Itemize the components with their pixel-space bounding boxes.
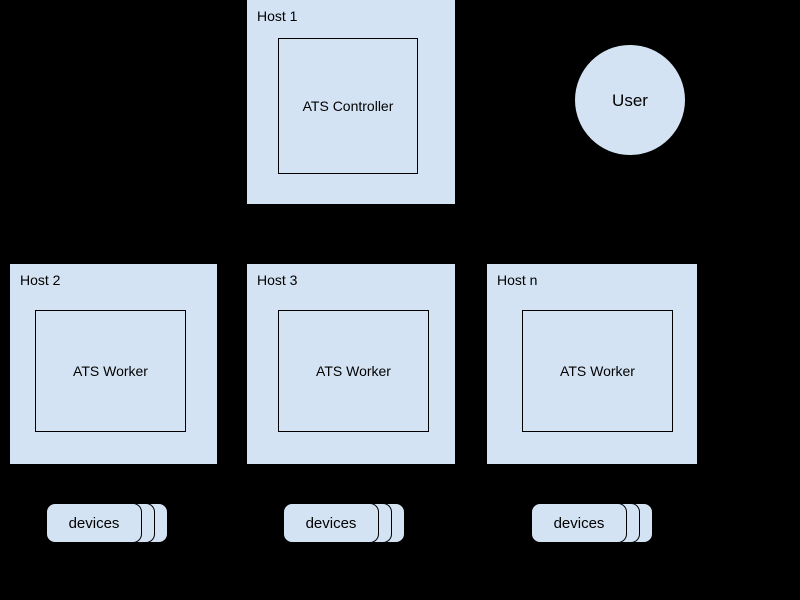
host-box-host-3[interactable]: Host 3 ATS Worker xyxy=(247,264,455,464)
devices-stack-host-3[interactable]: devices xyxy=(283,503,405,543)
host-label-host-1: Host 1 xyxy=(257,8,298,24)
host-label-host-n: Host n xyxy=(497,272,538,288)
host-box-host-1[interactable]: Host 1 ATS Controller xyxy=(247,0,455,204)
host-box-host-2[interactable]: Host 2 ATS Worker xyxy=(10,264,217,464)
service-box-ats-worker-host-n[interactable]: ATS Worker xyxy=(522,310,673,432)
user-actor-label: User xyxy=(612,90,648,110)
user-actor[interactable]: User xyxy=(575,45,685,155)
devices-stack-host-2[interactable]: devices xyxy=(46,503,168,543)
service-label-ats-worker-host-2: ATS Worker xyxy=(73,363,148,379)
devices-label-host-n: devices xyxy=(553,514,605,532)
host-label-host-3: Host 3 xyxy=(257,272,298,288)
devices-card-front[interactable]: devices xyxy=(283,503,379,543)
devices-label-host-3: devices xyxy=(305,514,357,532)
service-box-ats-controller[interactable]: ATS Controller xyxy=(278,38,418,174)
service-label-ats-controller: ATS Controller xyxy=(302,98,394,114)
host-label-host-2: Host 2 xyxy=(20,272,61,288)
service-label-ats-worker-host-3: ATS Worker xyxy=(316,363,391,379)
devices-card-front[interactable]: devices xyxy=(46,503,142,543)
service-label-ats-worker-host-n: ATS Worker xyxy=(560,363,635,379)
service-box-ats-worker-host-3[interactable]: ATS Worker xyxy=(278,310,429,432)
host-box-host-n[interactable]: Host n ATS Worker xyxy=(487,264,697,464)
devices-label-host-2: devices xyxy=(68,514,120,532)
service-box-ats-worker-host-2[interactable]: ATS Worker xyxy=(35,310,186,432)
devices-stack-host-n[interactable]: devices xyxy=(531,503,653,543)
devices-card-front[interactable]: devices xyxy=(531,503,627,543)
